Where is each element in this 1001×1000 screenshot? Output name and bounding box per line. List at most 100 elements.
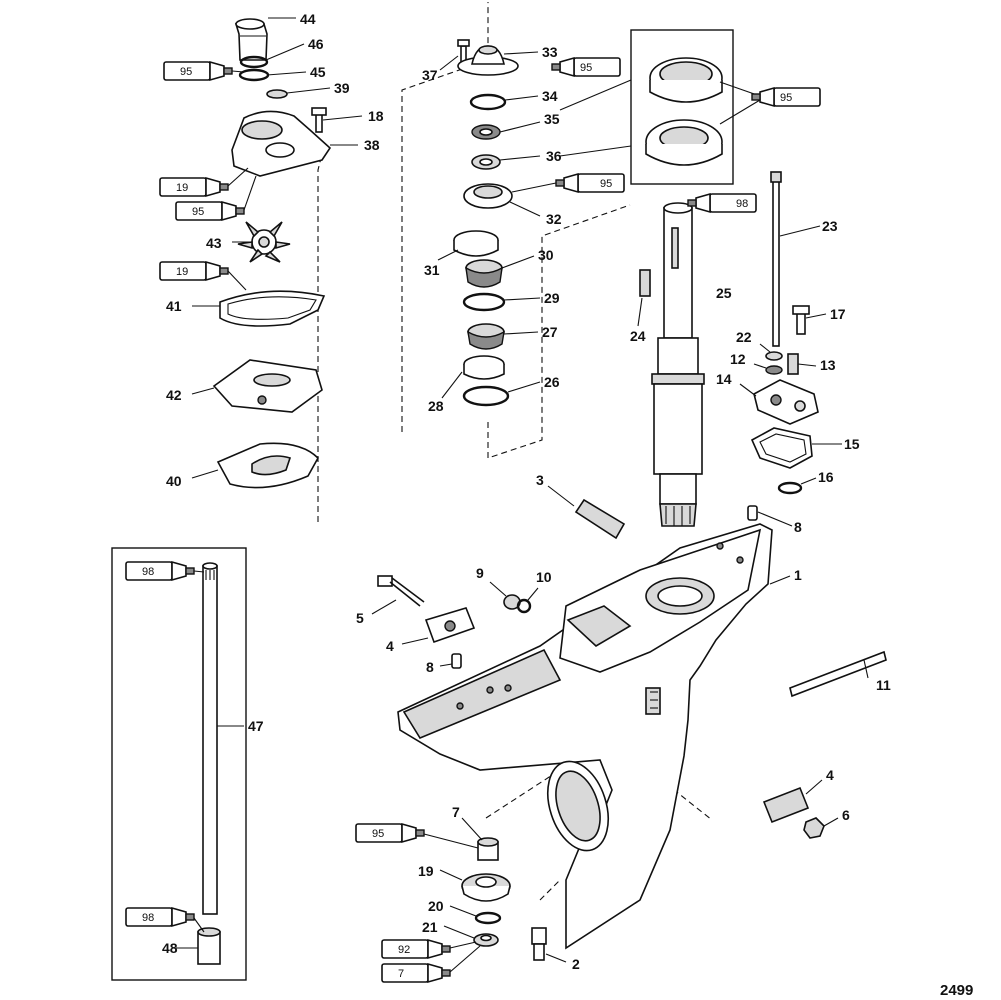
sealant-tube-t2: 19 bbox=[159, 167, 249, 198]
part-14-bracket bbox=[739, 379, 819, 425]
driveshaft-inset-box bbox=[111, 547, 247, 981]
callout-38: 38 bbox=[364, 137, 380, 153]
callout-labels: 44 46 45 39 18 38 43 41 42 40 37 33 34 3… bbox=[162, 11, 891, 972]
callout-14: 14 bbox=[716, 371, 732, 387]
part-22-washer bbox=[759, 343, 783, 361]
callout-25: 25 bbox=[716, 285, 732, 301]
callout-20: 20 bbox=[428, 898, 444, 914]
part-20-washer bbox=[449, 905, 502, 925]
callout-39: 39 bbox=[334, 80, 350, 96]
callout-44: 44 bbox=[300, 11, 316, 27]
part-30-cone-bearing bbox=[465, 255, 535, 288]
part-8-pin-lower bbox=[439, 653, 462, 669]
svg-text:95: 95 bbox=[372, 828, 384, 840]
part-2-screw bbox=[531, 927, 567, 963]
svg-text:95: 95 bbox=[180, 66, 192, 78]
callout-16: 16 bbox=[818, 469, 834, 485]
callout-36: 36 bbox=[546, 148, 562, 164]
callout-6: 6 bbox=[842, 807, 850, 823]
part-19-pinion-gear bbox=[439, 869, 511, 902]
callout-11: 11 bbox=[876, 677, 891, 693]
callout-29: 29 bbox=[544, 290, 560, 306]
callout-40: 40 bbox=[166, 473, 182, 489]
part-13-fitting bbox=[787, 353, 817, 375]
sealant-tube-t7: 95 bbox=[511, 172, 625, 194]
sealant-tube-t11: 95 bbox=[355, 822, 479, 849]
part-11-strip bbox=[789, 650, 887, 698]
callout-43: 43 bbox=[206, 235, 222, 251]
callout-3: 3 bbox=[536, 472, 544, 488]
callout-31: 31 bbox=[424, 262, 440, 278]
sealant-tube-t13: 7 bbox=[381, 945, 481, 984]
part-3-block bbox=[547, 485, 626, 540]
callout-22: 22 bbox=[736, 329, 752, 345]
svg-text:7: 7 bbox=[398, 968, 404, 980]
part-41-gasket bbox=[192, 290, 326, 327]
callout-26: 26 bbox=[544, 374, 560, 390]
part-48-sleeve bbox=[176, 927, 221, 965]
part-16-o-ring bbox=[777, 477, 817, 495]
callout-2: 2 bbox=[572, 956, 580, 972]
callout-1: 1 bbox=[794, 567, 802, 583]
part-24-key bbox=[637, 269, 651, 327]
callout-18: 18 bbox=[368, 108, 384, 124]
sealant-tube-t9: 98 bbox=[125, 560, 205, 582]
callout-28: 28 bbox=[428, 398, 444, 414]
sealant-tube-t1: 95 bbox=[163, 60, 245, 82]
part-33-retainer bbox=[457, 45, 539, 76]
svg-text:95: 95 bbox=[192, 206, 204, 218]
callout-19: 19 bbox=[418, 863, 434, 879]
part-4-pad-upper bbox=[401, 607, 476, 645]
part-4-pad-lower bbox=[762, 779, 823, 824]
part-35-seal bbox=[471, 121, 541, 140]
part-1-gear-housing bbox=[397, 523, 791, 950]
callout-17: 17 bbox=[830, 306, 846, 322]
part-34-o-ring bbox=[469, 93, 539, 111]
part-29-ring bbox=[462, 292, 541, 312]
svg-text:95: 95 bbox=[580, 62, 592, 74]
part-45-ring bbox=[238, 68, 307, 82]
bearing-carrier-opening bbox=[547, 760, 609, 852]
part-47-tube bbox=[202, 562, 244, 915]
callout-4-upper: 4 bbox=[386, 638, 394, 654]
part-32-carrier bbox=[463, 183, 541, 217]
svg-text:98: 98 bbox=[142, 566, 154, 578]
part-12-washer bbox=[753, 363, 783, 375]
sealant-tube-t6: 95 bbox=[751, 86, 821, 108]
part-15-gasket bbox=[750, 427, 842, 469]
sealant-tube-t8: 98 bbox=[687, 192, 757, 214]
callout-5: 5 bbox=[356, 610, 364, 626]
callout-13: 13 bbox=[820, 357, 836, 373]
part-43-impeller bbox=[232, 221, 291, 263]
part-28-cup bbox=[441, 355, 505, 399]
part-39-ring bbox=[266, 87, 331, 99]
callout-8-lower: 8 bbox=[426, 659, 434, 675]
callout-21: 21 bbox=[422, 919, 438, 935]
svg-text:92: 92 bbox=[398, 944, 410, 956]
callout-33: 33 bbox=[542, 44, 558, 60]
callout-12: 12 bbox=[730, 351, 746, 367]
part-5-bolt bbox=[371, 575, 425, 615]
part-46-ring bbox=[239, 43, 305, 69]
callout-47: 47 bbox=[248, 718, 264, 734]
callout-7: 7 bbox=[452, 804, 460, 820]
figure-number: 2499 bbox=[940, 982, 973, 999]
sealant-tube-t10: 98 bbox=[125, 906, 205, 933]
part-31-cup bbox=[437, 230, 499, 261]
svg-text:98: 98 bbox=[736, 198, 748, 210]
part-42-plate bbox=[191, 359, 323, 413]
part-10-ring bbox=[516, 587, 539, 614]
callout-32: 32 bbox=[546, 211, 562, 227]
callout-23: 23 bbox=[822, 218, 838, 234]
callout-30: 30 bbox=[538, 247, 554, 263]
part-17-screw bbox=[792, 305, 827, 335]
svg-text:19: 19 bbox=[176, 182, 188, 194]
callout-9: 9 bbox=[476, 565, 484, 581]
callout-10: 10 bbox=[536, 569, 552, 585]
part-44-pump-sleeve bbox=[234, 17, 296, 61]
callout-15: 15 bbox=[844, 436, 860, 452]
part-9-fitting bbox=[489, 581, 521, 610]
part-40-gasket bbox=[191, 442, 319, 489]
part-21-nut bbox=[443, 925, 499, 947]
